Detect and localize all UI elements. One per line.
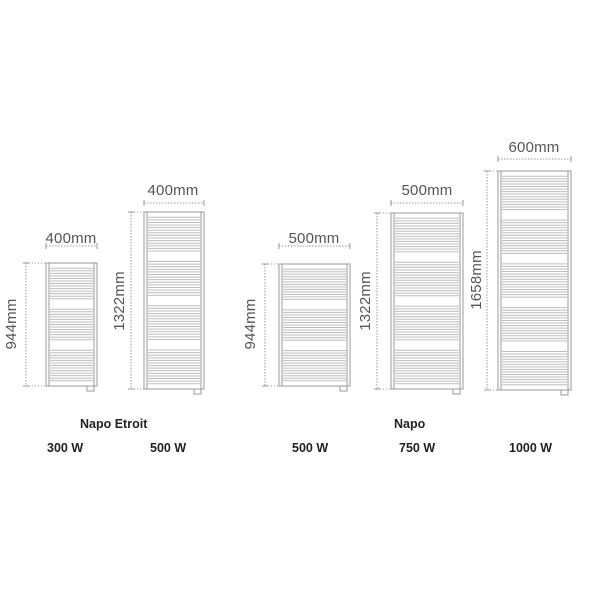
radiator-valve-5	[560, 389, 569, 396]
radiator-body-2	[143, 211, 205, 390]
width-label-1: 400mm	[45, 230, 96, 247]
power-label-napo-etroit-500: 500 W	[150, 441, 187, 455]
group-label-napo: Napo	[394, 417, 426, 431]
width-label-5: 600mm	[508, 139, 559, 156]
radiator-valve-4	[452, 388, 461, 395]
radiator-body-4	[390, 212, 464, 390]
radiator-valve-1	[86, 385, 95, 392]
width-label-2: 400mm	[147, 182, 198, 199]
power-label-napo-500: 500 W	[292, 441, 329, 455]
radiator-valve-2	[193, 388, 202, 395]
radiator-valve-3	[339, 385, 348, 392]
height-label-3: 944mm	[242, 298, 259, 349]
power-label-napo-1000: 1000 W	[509, 441, 553, 455]
width-label-4: 500mm	[401, 182, 452, 199]
radiator-body-5	[497, 170, 572, 391]
height-label-5: 1658mm	[468, 250, 485, 310]
width-label-3: 500mm	[288, 230, 339, 247]
power-label-napo-etroit-300: 300 W	[47, 441, 84, 455]
height-label-1: 944mm	[3, 298, 20, 349]
group-label-napo-etroit: Napo Etroit	[80, 417, 148, 431]
height-label-2: 1322mm	[111, 271, 128, 331]
power-label-napo-750: 750 W	[399, 441, 436, 455]
height-label-4: 1322mm	[357, 271, 374, 331]
